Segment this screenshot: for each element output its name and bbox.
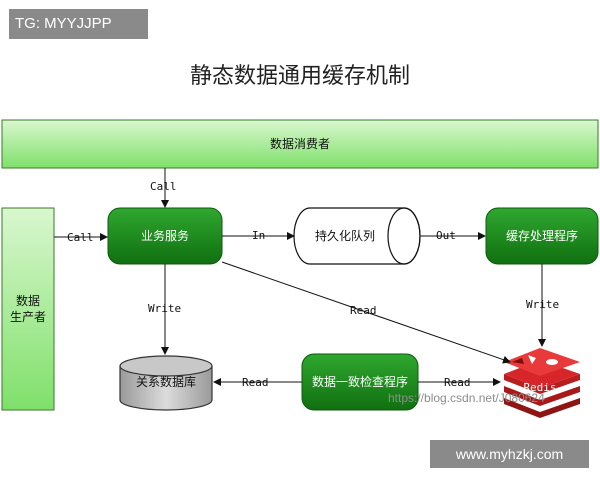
consumer-node: 数据消费者 [1, 119, 599, 169]
edge-label-write-db: Write [148, 302, 181, 315]
edge-consumer-to-business: Call [150, 168, 177, 208]
diagram-title: 静态数据通用缓存机制 [189, 64, 410, 89]
cache-processor-label: 缓存处理程序 [506, 228, 578, 243]
edge-label-read-db: Read [242, 376, 269, 389]
edge-label-consumer-call: Call [150, 180, 177, 193]
csdn-watermark: https://blog.csdn.net/J080624 [388, 391, 545, 405]
business-service-label: 业务服务 [141, 228, 189, 243]
edge-business-to-queue: In [222, 229, 295, 242]
relational-db-label: 关系数据库 [136, 374, 196, 389]
edge-business-to-redis: Read [221, 261, 511, 364]
edge-checker-to-redis: Read [418, 376, 501, 389]
persistent-queue-node: 持久化队列 [293, 207, 421, 265]
edge-producer-to-business: Call [54, 231, 108, 244]
edge-label-out: Out [436, 229, 456, 242]
cache-processor-node: 缓存处理程序 [485, 207, 599, 265]
edge-label-read-business: Read [350, 304, 377, 317]
edge-label-read-redis: Read [444, 376, 471, 389]
edge-label-producer-call: Call [67, 231, 94, 244]
channel-tag: TG: MYYJJPP [9, 9, 148, 39]
edge-checker-to-db: Read [213, 376, 302, 389]
edge-label-in: In [252, 229, 265, 242]
relational-db-node: 关系数据库 [119, 355, 213, 411]
consumer-label: 数据消费者 [270, 136, 330, 151]
edge-business-to-db: Write [148, 264, 181, 355]
redis-node: Redis [504, 348, 580, 418]
redis-logo-icon [504, 348, 580, 418]
producer-label-line1: 数据 [16, 293, 40, 308]
consistency-checker-node: 数据一致检查程序 [301, 353, 419, 411]
edge-label-write-redis: Write [526, 298, 559, 311]
producer-label-line2: 生产者 [10, 310, 46, 324]
business-service-node: 业务服务 [107, 207, 223, 265]
persistent-queue-label: 持久化队列 [315, 228, 375, 243]
consistency-checker-label: 数据一致检查程序 [312, 374, 408, 389]
producer-node: 数据 生产者 [1, 207, 55, 411]
edge-queue-to-cache: Out [420, 229, 486, 242]
site-watermark: www.myhzkj.com [430, 440, 589, 468]
edge-cache-to-redis: Write [526, 264, 559, 347]
redis-label: Redis [523, 381, 556, 394]
